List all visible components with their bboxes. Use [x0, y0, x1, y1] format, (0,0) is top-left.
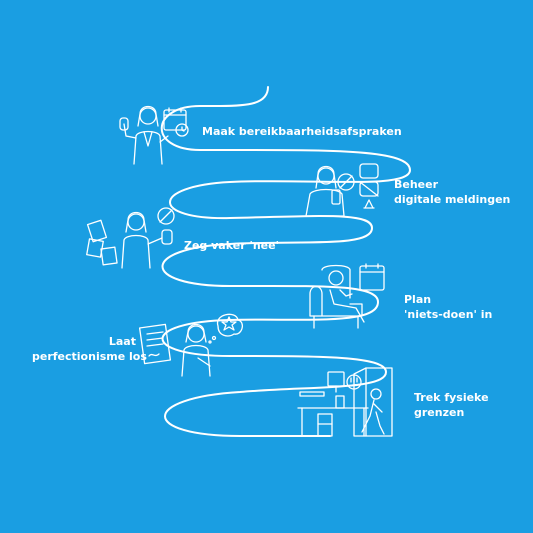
woman-relaxing-in-armchair-with-calendar-icon	[309, 263, 385, 329]
step-niets-doen-label: Plan 'niets-doen' in	[404, 293, 493, 321]
step-grenzen-label: Trek fysieke grenzen	[414, 391, 489, 419]
step-meldingen-label: Beheer digitale meldingen	[394, 178, 511, 206]
winding-path	[160, 86, 411, 437]
woman-with-document-and-star-thought-icon	[138, 313, 244, 377]
step-nee-label: Zeg vaker 'nee'	[184, 239, 279, 252]
person-leaving-desk-through-door-icon	[297, 367, 393, 437]
step-afspraken-label: Maak bereikbaarheidsafspraken	[202, 125, 402, 138]
woman-holding-up-hand-with-documents-icon	[86, 207, 175, 269]
step-perfectionisme-label: Laat perfectionisme los	[32, 335, 147, 363]
woman-with-phone-and-muted-notifications-icon	[305, 163, 379, 217]
woman-with-calendar-and-clock-icon	[119, 105, 189, 165]
